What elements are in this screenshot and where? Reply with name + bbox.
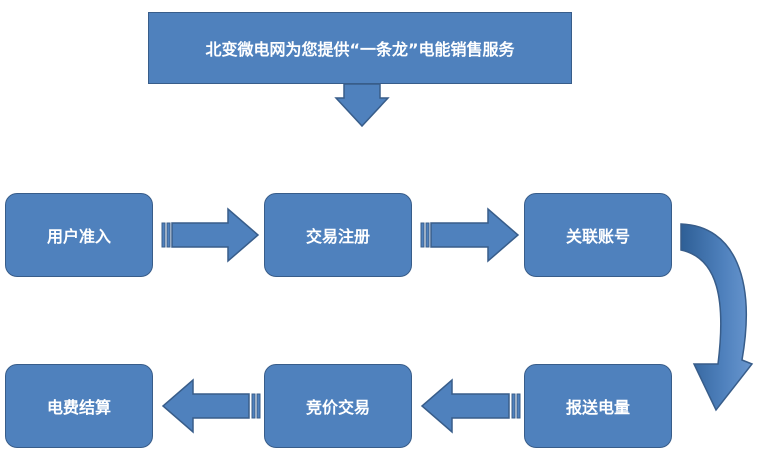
step-label: 交易注册	[305, 227, 370, 246]
step-user-access: 用户准入	[5, 193, 153, 277]
step-bidding-trade: 竞价交易	[264, 364, 412, 448]
down-arrow	[334, 83, 390, 128]
arrow-s2-s3	[420, 207, 520, 263]
step-label: 报送电量	[565, 398, 630, 417]
curved-arrow-s3-s4	[680, 223, 754, 412]
title-box: 北变微电网为您提供“一条龙”电能销售服务	[148, 12, 572, 84]
arrow-s4-s5	[420, 378, 521, 434]
step-label: 用户准入	[46, 227, 111, 246]
step-label: 关联账号	[565, 227, 630, 246]
step-label: 电费结算	[46, 398, 111, 417]
step-bill-settlement: 电费结算	[5, 364, 153, 448]
step-link-account: 关联账号	[524, 193, 672, 277]
step-label: 竞价交易	[305, 398, 370, 417]
arrow-s1-s2	[161, 207, 260, 263]
title-text: 北变微电网为您提供“一条龙”电能销售服务	[205, 40, 515, 59]
step-trade-registration: 交易注册	[264, 193, 412, 277]
step-report-electricity: 报送电量	[524, 364, 672, 448]
arrow-s5-s6	[161, 378, 261, 434]
